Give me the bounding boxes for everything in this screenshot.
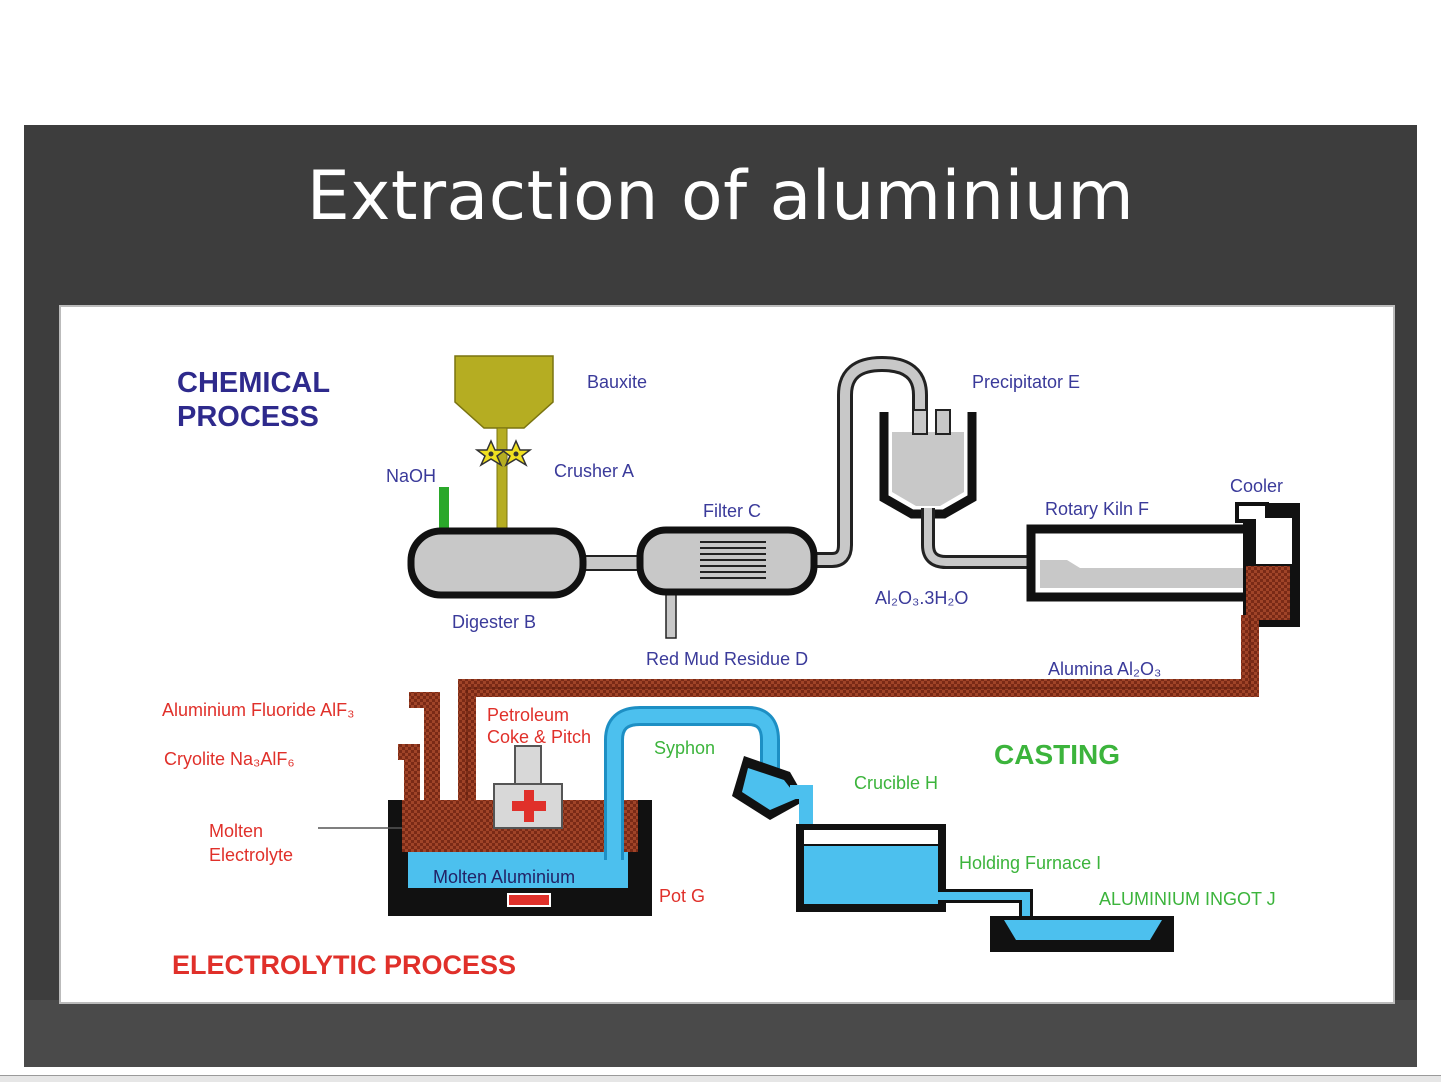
molten-aluminium-layer — [408, 852, 628, 888]
furnace-outlet — [938, 892, 1030, 918]
bauxite-hopper — [454, 355, 554, 429]
syphon-label: Syphon — [654, 738, 715, 758]
syphon-pipe — [607, 709, 777, 860]
red-mud-label: Red Mud Residue D — [646, 649, 808, 669]
alumina-label: Alumina Al₂O₃ — [1048, 659, 1161, 679]
cooler-label: Cooler — [1230, 476, 1283, 496]
ingot-contents — [1004, 920, 1162, 940]
cryolite-inlet — [398, 744, 420, 806]
filter-plates — [700, 541, 766, 579]
precipitator-outlet — [924, 508, 1046, 566]
cathode-minus — [507, 893, 551, 907]
petroleum-coke-label-line2: Coke & Pitch — [487, 727, 591, 747]
petroleum-coke-label-line1: Petroleum — [487, 705, 569, 725]
pot-label: Pot G — [659, 886, 705, 906]
hydrate-label: Al₂O₃.3H₂O — [875, 588, 968, 608]
precipitator-label: Precipitator E — [972, 372, 1080, 392]
filter-label: Filter C — [703, 501, 761, 521]
molten-electrolyte-label-line2: Electrolyte — [209, 845, 293, 865]
crucible-label: Crucible H — [854, 773, 938, 793]
holding-furnace-label: Holding Furnace I — [959, 853, 1101, 873]
digester-label: Digester B — [452, 612, 536, 632]
ingot-label: ALUMINIUM INGOT J — [1099, 889, 1276, 909]
molten-electrolyte-label-line1: Molten — [209, 821, 263, 841]
bauxite-chute — [496, 427, 508, 537]
diagram-panel — [59, 305, 1395, 1004]
digester-vessel — [407, 527, 587, 599]
cryolite-label: Cryolite Na₃AlF₆ — [164, 749, 295, 769]
naoh-label: NaOH — [386, 466, 436, 486]
crusher-label: Crusher A — [554, 461, 634, 481]
naoh-pipe — [439, 487, 449, 535]
chemical-process-heading-line1: CHEMICAL — [177, 367, 330, 399]
molten-aluminium-label: Molten Aluminium — [433, 867, 575, 887]
holding-furnace-contents — [804, 846, 938, 904]
precipitator-contents — [892, 432, 964, 506]
window-bottom-edge — [0, 1075, 1441, 1082]
crusher-gears — [474, 439, 533, 467]
crucible-contents — [742, 768, 798, 810]
kiln-contents — [1040, 560, 1258, 588]
casting-heading: CASTING — [994, 739, 1120, 770]
electrolytic-process-heading: ELECTROLYTIC PROCESS — [172, 950, 516, 980]
pipe-loop — [812, 359, 925, 565]
aluminium-fluoride-label: Aluminium Fluoride AlF₃ — [162, 700, 354, 720]
rotary-kiln-label: Rotary Kiln F — [1045, 499, 1149, 519]
bauxite-label: Bauxite — [587, 372, 647, 392]
anode-rod — [514, 745, 542, 787]
chemical-process-heading-line2: PROCESS — [177, 401, 319, 433]
slide-title: Extraction of aluminium — [306, 157, 1135, 236]
anode-plus-horizontal — [512, 801, 546, 811]
slide-bottom-band — [24, 1000, 1417, 1067]
alf3-inlet — [409, 692, 440, 806]
